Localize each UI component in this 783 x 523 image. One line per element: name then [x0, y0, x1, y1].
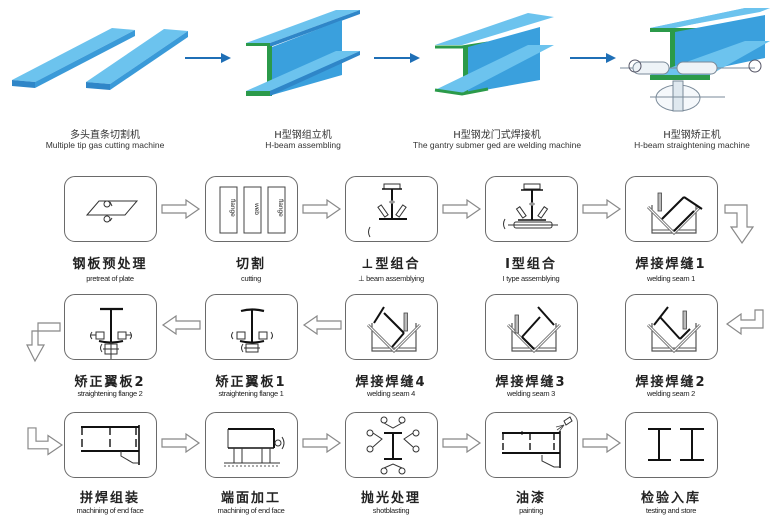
step-title-cn: 矫正翼板1 [215, 375, 287, 390]
h-beam-icon [246, 10, 360, 96]
step-title-en: I type assemblying [502, 274, 560, 283]
welding-seam-icon [506, 306, 562, 354]
step-box-painting [485, 412, 578, 478]
flow-arrow-icon [570, 53, 616, 63]
flow-arrow-right-icon [302, 198, 342, 220]
step-box-splice-assembly [64, 412, 157, 478]
step-title-en: cutting [241, 274, 261, 283]
step-title-cn: 拼焊组装 [79, 491, 141, 506]
step-title-cn: 切割 [235, 257, 267, 272]
strip-label: flange [229, 199, 236, 217]
step-title-cn: 检验入库 [640, 491, 702, 506]
step-box-i-assembly [485, 176, 578, 242]
step-box-welding-seam-3 [485, 294, 578, 360]
flow-arrow-left-icon [302, 314, 342, 336]
step-title-cn: I型组合 [505, 257, 557, 272]
step-box-pretreat [64, 176, 157, 242]
welding-seam-icon [646, 192, 703, 236]
machine-name-cn: H型钢矫正机 [663, 130, 721, 141]
step-title-en: testing and store [645, 506, 697, 515]
i-assembly-icon [503, 183, 558, 230]
step-box-t-assembly [345, 176, 438, 242]
step-title-en: machining of end face [217, 506, 285, 515]
step-title-cn: 焊接焊缝2 [635, 375, 707, 390]
step-title-cn: 焊接焊缝1 [635, 257, 707, 272]
step-title-en: welding seam 1 [647, 274, 695, 283]
flow-arrow-down-turn-icon [724, 204, 755, 245]
step-title-en: straightening flange 1 [218, 389, 284, 398]
step-box-shotblasting [345, 412, 438, 478]
step-title-en: painting [519, 506, 543, 515]
shotblasting-icon [366, 416, 420, 475]
steel-plates-icon [12, 28, 188, 90]
flow-arrow-icon [374, 53, 420, 63]
step-box-straightening-flange-1 [205, 294, 298, 360]
step-title-en: welding seam 4 [367, 389, 415, 398]
step-title-en: welding seam 2 [647, 389, 695, 398]
flow-arrow-right-icon [442, 198, 482, 220]
machine-name-en: H-beam straightening machine [634, 140, 750, 150]
step-title-en: straightening flange 2 [77, 389, 143, 398]
flow-arrow-left-icon [161, 314, 201, 336]
step-title-cn: 油漆 [515, 491, 547, 506]
machine-name-en: H-beam assembling [265, 140, 341, 150]
flow-arrow-right-icon [582, 198, 622, 220]
flow-arrow-right-icon [161, 198, 201, 220]
flow-arrow-right-icon [582, 432, 622, 454]
step-box-end-face-machining [205, 412, 298, 478]
step-title-en: pretreat of plate [86, 274, 134, 283]
flow-arrow-right-icon [161, 432, 201, 454]
step-box-testing-store [625, 412, 718, 478]
flow-arrow-down-turn-icon [26, 322, 61, 363]
step-title-en: ⊥ beam assemblying [358, 274, 424, 283]
welding-seam-icon [646, 306, 702, 354]
machine-name-cn: H型钢组立机 [274, 130, 332, 141]
flow-arrow-icon [185, 53, 231, 63]
flow-arrow-right-icon [442, 432, 482, 454]
end-face-machining-icon [224, 428, 285, 467]
machine-name-en: The gantry submer ged are welding machin… [412, 140, 582, 150]
h-beam-welded-icon [434, 13, 554, 96]
h-beam-straightening-icon [620, 8, 770, 112]
step-title-cn: 抛光处理 [360, 491, 422, 506]
i-beams-store-icon [648, 428, 704, 461]
step-box-welding-seam-4 [345, 294, 438, 360]
machine-name-en: Multiple tip gas cutting machine [45, 140, 165, 150]
straighten-flange-icon [90, 307, 132, 359]
step-box-welding-seam-2 [625, 294, 718, 360]
strip-label: web [253, 202, 260, 215]
flow-arrow-left-icon [581, 316, 623, 338]
step-box-welding-seam-1 [625, 176, 718, 242]
step-box-straightening-flange-2 [64, 294, 157, 360]
step-title-cn: ⊥型组合 [361, 257, 421, 272]
step-title-cn: 焊接焊缝3 [495, 375, 567, 390]
plate-pretreat-icon [85, 200, 139, 223]
straighten-flange-icon [231, 308, 273, 353]
step-title-cn: 端面加工 [220, 491, 282, 506]
step-box-cutting: flange web flange [205, 176, 298, 242]
step-title-cn: 矫正翼板2 [74, 375, 146, 390]
flow-arrow-right-turn-icon [27, 427, 64, 456]
step-title-cn: 钢板预处理 [72, 257, 148, 272]
cutting-strips-icon: flange web flange [219, 186, 286, 234]
flow-arrow-left-turn-icon [725, 309, 764, 336]
welding-seam-icon [366, 306, 422, 354]
machine-name-cn: H型钢龙门式焊接机 [453, 130, 541, 141]
step-title-cn: 焊接焊缝4 [355, 375, 427, 390]
painting-icon [502, 416, 573, 468]
step-title-en: welding seam 3 [507, 389, 555, 398]
machine-name-cn: 多头直条切割机 [70, 130, 140, 141]
t-assembly-icon [368, 183, 407, 238]
flow-arrow-right-icon [302, 432, 342, 454]
step-title-en: machining of end face [76, 506, 144, 515]
splice-assembly-icon [81, 425, 140, 465]
step-title-en: shotblasting [372, 506, 410, 515]
strip-label: flange [277, 199, 284, 217]
